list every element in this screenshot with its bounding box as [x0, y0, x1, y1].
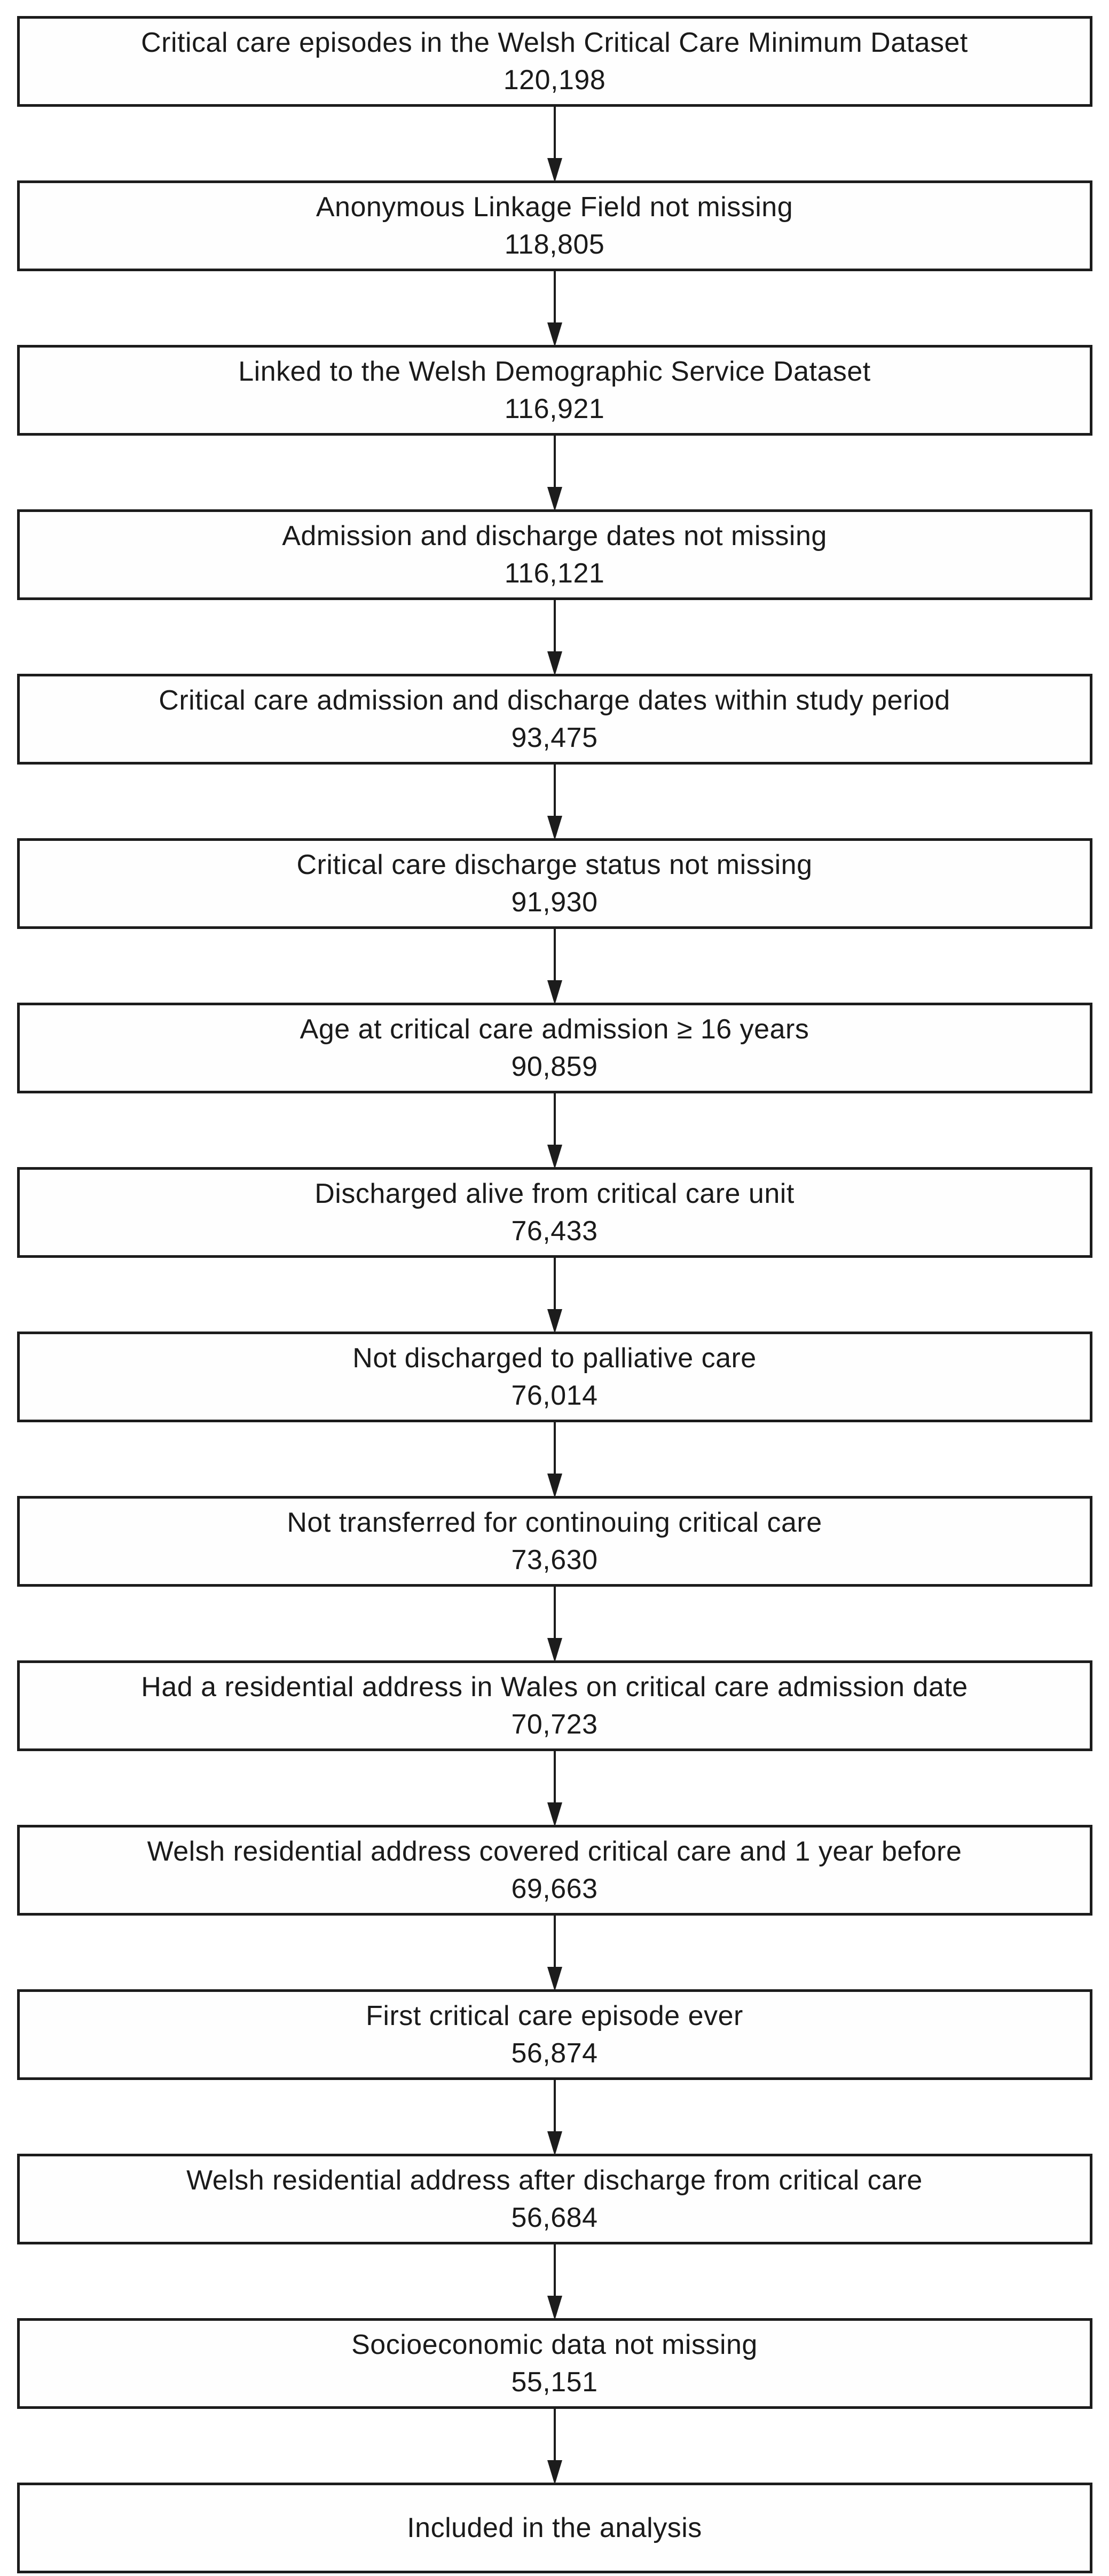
flow-arrow	[544, 1586, 565, 1663]
step-label: Had a residential address in Wales on cr…	[141, 1672, 968, 1703]
step-count: 116,921	[504, 393, 605, 424]
step-count: 76,433	[511, 1216, 598, 1247]
arrow-line	[553, 763, 556, 817]
step-label: Not discharged to palliative care	[352, 1343, 757, 1374]
flow-step-box: Not discharged to palliative care 76,014	[17, 1332, 1092, 1422]
arrow-line	[553, 1421, 556, 1475]
step-count: 73,630	[511, 1545, 598, 1575]
step-label: Critical care episodes in the Welsh Crit…	[141, 27, 968, 58]
flow-step-box: Socioeconomic data not missing 55,151	[17, 2318, 1092, 2409]
arrow-down-icon	[547, 1967, 562, 1991]
arrow-line	[553, 2079, 556, 2132]
flow-step-box: Welsh residential address covered critic…	[17, 1825, 1092, 1916]
arrow-line	[553, 1257, 556, 1310]
flow-step-box: First critical care episode ever 56,874	[17, 1989, 1092, 2080]
arrow-line	[553, 2408, 556, 2461]
flow-arrow	[544, 1750, 565, 1827]
arrow-down-icon	[547, 2296, 562, 2320]
step-label: First critical care episode ever	[366, 2000, 743, 2031]
step-label: Critical care discharge status not missi…	[296, 849, 813, 880]
step-count: 56,684	[511, 2202, 598, 2233]
arrow-down-icon	[547, 1145, 562, 1169]
arrow-down-icon	[547, 1802, 562, 1827]
arrow-line	[553, 928, 556, 981]
arrow-down-icon	[547, 322, 562, 347]
step-label: Not transferred for continouing critical…	[287, 1507, 822, 1538]
step-count: 116,121	[504, 558, 605, 589]
step-label: Included in the analysis	[407, 2512, 702, 2543]
step-label: Critical care admission and discharge da…	[159, 685, 950, 716]
step-label: Age at critical care admission ≥ 16 year…	[300, 1014, 809, 1045]
arrow-down-icon	[547, 158, 562, 183]
step-count: 70,723	[511, 1709, 598, 1740]
arrow-down-icon	[547, 487, 562, 511]
flow-step-box: Age at critical care admission ≥ 16 year…	[17, 1003, 1092, 1093]
flow-arrow	[544, 1421, 565, 1498]
step-label: Anonymous Linkage Field not missing	[316, 192, 793, 223]
flow-step-box: Not transferred for continouing critical…	[17, 1496, 1092, 1587]
step-label: Socioeconomic data not missing	[351, 2329, 758, 2360]
step-count: 91,930	[511, 887, 598, 918]
flow-step-box: Had a residential address in Wales on cr…	[17, 1660, 1092, 1751]
step-label: Welsh residential address covered critic…	[147, 1836, 962, 1867]
flow-arrow	[544, 2408, 565, 2485]
flow-arrow	[544, 1257, 565, 1334]
arrow-down-icon	[547, 1309, 562, 1334]
step-count: 55,151	[511, 2367, 598, 2398]
arrow-line	[553, 435, 556, 488]
step-count: 90,859	[511, 1051, 598, 1082]
flow-step-box: Critical care discharge status not missi…	[17, 838, 1092, 929]
flow-step-box: Linked to the Welsh Demographic Service …	[17, 345, 1092, 436]
arrow-line	[553, 270, 556, 324]
step-count: 93,475	[511, 722, 598, 753]
step-count: 118,805	[504, 229, 605, 260]
flow-step-box: Welsh residential address after discharg…	[17, 2154, 1092, 2244]
arrow-line	[553, 1092, 556, 1146]
flow-step-box: Discharged alive from critical care unit…	[17, 1167, 1092, 1258]
flow-step-box: Included in the analysis	[17, 2483, 1092, 2573]
arrow-line	[553, 2243, 556, 2297]
arrow-down-icon	[547, 2131, 562, 2156]
arrow-line	[553, 1586, 556, 1639]
arrow-line	[553, 599, 556, 652]
flow-arrow	[544, 2243, 565, 2320]
flow-arrow	[544, 435, 565, 511]
step-count: 120,198	[503, 65, 606, 96]
flow-arrow	[544, 928, 565, 1005]
flow-arrow	[544, 599, 565, 676]
step-count: 56,874	[511, 2038, 598, 2069]
flow-arrow	[544, 2079, 565, 2156]
flow-step-box: Critical care admission and discharge da…	[17, 674, 1092, 765]
arrow-down-icon	[547, 980, 562, 1005]
flow-arrow	[544, 1915, 565, 1991]
flow-arrow	[544, 270, 565, 347]
flow-arrow	[544, 763, 565, 840]
flow-step-box: Admission and discharge dates not missin…	[17, 509, 1092, 600]
step-label: Linked to the Welsh Demographic Service …	[238, 356, 871, 387]
arrow-line	[553, 106, 556, 159]
arrow-down-icon	[547, 2460, 562, 2485]
arrow-line	[553, 1915, 556, 1968]
step-count: 76,014	[511, 1380, 598, 1411]
flow-arrow	[544, 106, 565, 183]
step-count: 69,663	[511, 1873, 598, 1904]
step-label: Welsh residential address after discharg…	[186, 2165, 923, 2196]
flow-step-box: Anonymous Linkage Field not missing 118,…	[17, 180, 1092, 271]
arrow-down-icon	[547, 816, 562, 840]
arrow-down-icon	[547, 1638, 562, 1663]
step-label: Discharged alive from critical care unit	[314, 1178, 795, 1209]
arrow-down-icon	[547, 1474, 562, 1498]
step-label: Admission and discharge dates not missin…	[282, 521, 827, 552]
flow-arrow	[544, 1092, 565, 1169]
arrow-line	[553, 1750, 556, 1803]
arrow-down-icon	[547, 651, 562, 676]
flow-step-box: Critical care episodes in the Welsh Crit…	[17, 16, 1092, 107]
